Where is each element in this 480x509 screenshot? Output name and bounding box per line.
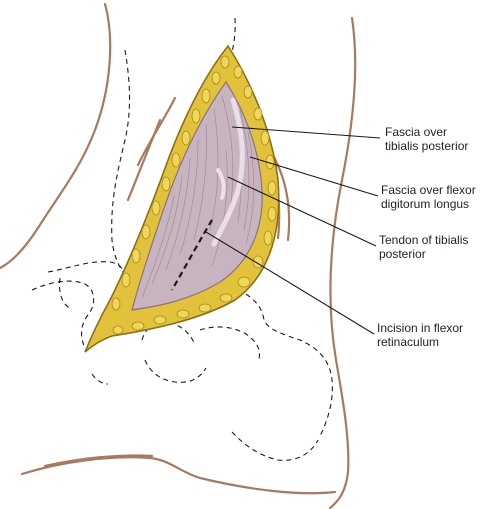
label-fascia-flexor-digitorum-longus: Fascia over flexor digitorum longus [381, 183, 476, 211]
foot-bone-dashed-1 [231, 431, 319, 461]
foot-bone-dashed-4 [199, 326, 261, 363]
tibia-dashed [227, 17, 236, 63]
ankle-dashed-5 [58, 277, 71, 309]
calcaneus-dashed [31, 280, 95, 349]
talus-dashed [47, 261, 128, 293]
label-line-1: Fascia over [385, 125, 448, 139]
fascia-area [131, 80, 263, 311]
leg-outline-right [328, 16, 357, 509]
label-line-1: Incision in flexor [377, 321, 464, 335]
fdl-tendon-highlight [216, 168, 226, 200]
label-line-2: tibialis posterior [385, 139, 469, 153]
label-line-2: digitorum longus [381, 197, 470, 211]
heel-outline [20, 456, 337, 495]
leader-incision [205, 231, 375, 335]
label-tendon-tibialis-posterior: Tendon of tibialis posterior [379, 233, 468, 261]
incision [84, 44, 280, 353]
label-line-1: Tendon of tibialis [379, 233, 469, 247]
skin-fold-4 [126, 118, 162, 202]
label-line-2: posterior [379, 247, 426, 261]
label-line-2: retinaculum [377, 335, 440, 349]
tibialis-posterior-tendon [211, 97, 245, 247]
label-line-1: Fascia over flexor [381, 183, 476, 197]
leader-lines [205, 126, 381, 335]
label-incision-flexor-retinaculum: Incision in flexor retinaculum [377, 321, 463, 349]
retinaculum-incision-line [171, 219, 213, 291]
fat-lobules [111, 55, 277, 335]
leader-fascia-fdl [249, 156, 379, 197]
leg-outline-left [0, 2, 112, 270]
heel-outline-inner [43, 454, 154, 468]
label-fascia-tibialis-posterior: Fascia over tibialis posterior [385, 125, 468, 153]
fibula-dashed [111, 49, 131, 276]
leader-fascia-tibialis [231, 126, 381, 139]
leader-tendon-tibialis [227, 176, 377, 247]
foot-bone-dashed-2 [144, 359, 207, 383]
navicular-dashed [237, 289, 333, 437]
ankle-dashed-small [91, 373, 109, 385]
